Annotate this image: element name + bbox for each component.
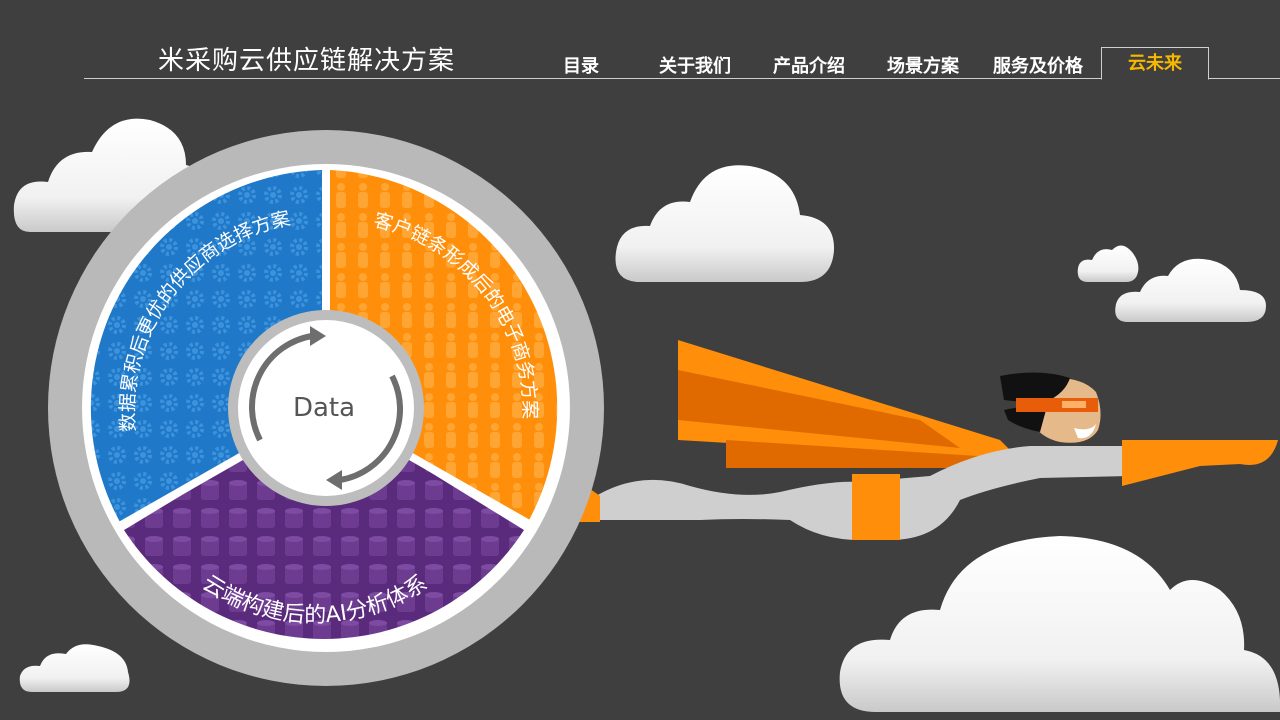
- center-disc: [238, 320, 414, 496]
- cloud-bottom-right: [839, 536, 1280, 712]
- nav-tab-contents[interactable]: 目录: [563, 56, 599, 77]
- nav-tab-cloud-future[interactable]: 云未来: [1101, 47, 1209, 80]
- superhero-illustration: [572, 340, 1278, 540]
- page-title: 米采购云供应链解决方案: [158, 46, 456, 76]
- title-underline: [84, 78, 596, 79]
- cloud-right: [1115, 258, 1266, 322]
- segment-ai: [124, 408, 524, 639]
- cloud-middle: [615, 165, 835, 282]
- cloud-bottom-left: [19, 644, 130, 692]
- nav-tab-products[interactable]: 产品介绍: [773, 56, 845, 77]
- data-cycle-diagram: Data 数据累积后更优的供应商选择方案 客户链条形成后的电子商务方案 云端构建…: [48, 130, 604, 686]
- cloud-small-right: [1077, 245, 1139, 282]
- cycle-arrow-upper: [248, 333, 313, 442]
- top-nav: 目录 关于我们 产品介绍 场景方案 服务及价格 云未来: [0, 0, 1280, 80]
- nav-tab-pricing[interactable]: 服务及价格: [993, 56, 1083, 77]
- center-label: Data: [293, 393, 355, 423]
- nav-tab-about[interactable]: 关于我们: [659, 56, 731, 77]
- nav-underline: [596, 78, 1280, 79]
- nav-tab-scenarios[interactable]: 场景方案: [887, 56, 959, 77]
- cycle-arrow-lower: [339, 374, 404, 483]
